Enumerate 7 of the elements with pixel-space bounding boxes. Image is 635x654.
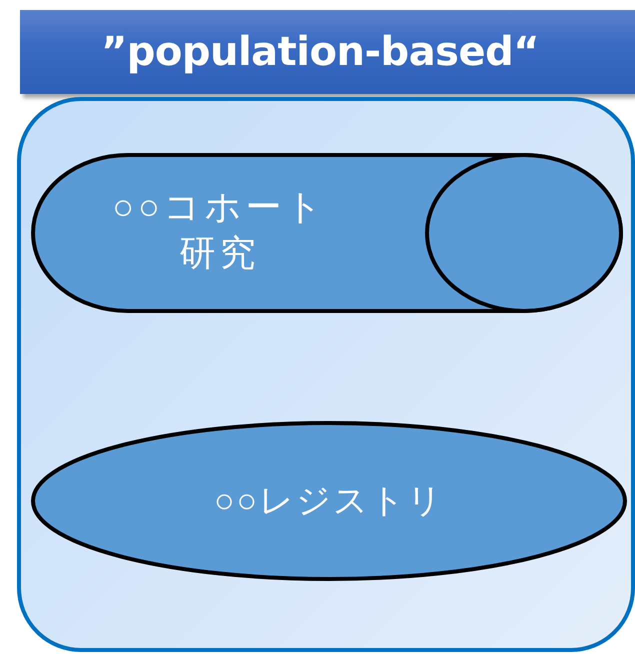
- ellipse-shape: [31, 421, 627, 581]
- cylinder-shape: [31, 153, 623, 313]
- node-label: ○○レジストリ: [212, 480, 446, 523]
- rounded-panel: [17, 97, 635, 652]
- title-text: ”population-based“: [100, 29, 540, 75]
- title-banner: [20, 10, 635, 94]
- node-label: ○○コホート研究: [111, 186, 328, 276]
